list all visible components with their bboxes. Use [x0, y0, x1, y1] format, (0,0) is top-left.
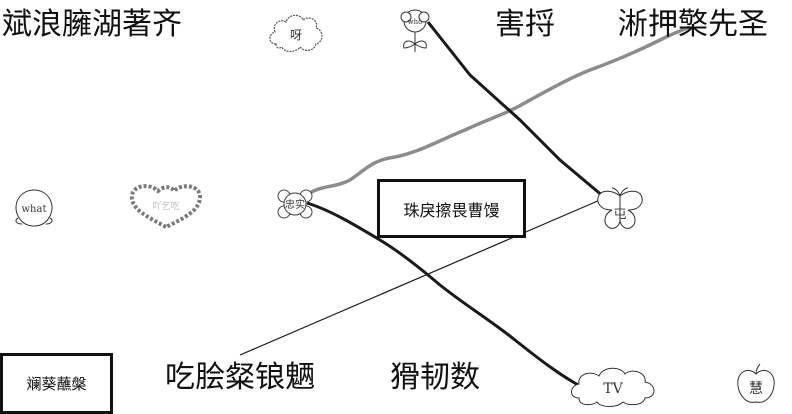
label-bottom-middle: 猾韧数: [390, 360, 480, 395]
label-bottom-left: 吃脍粲锒魉: [165, 360, 315, 395]
connector-flower-top-to-butterfly: [426, 21, 605, 199]
box-bottom-left: 斓葵蘸槃: [0, 353, 113, 414]
flower-icon-top: who: [400, 9, 430, 52]
cloud-bottom-label: TV: [603, 381, 623, 397]
flower-icon-mid: 忠实: [277, 189, 313, 219]
cloud-top-label: 呀: [290, 28, 302, 42]
peach-icon: what: [15, 189, 53, 227]
connector-flower-to-top-right: [305, 25, 691, 197]
peach-label: what: [22, 204, 47, 215]
box-center-label: 珠戾擦畏曹馒: [403, 200, 500, 220]
flower-top-label: who: [408, 18, 423, 26]
connector-butterfly-to-bottom-left: [239, 199, 601, 356]
apple-icon: 慧: [737, 363, 775, 403]
box-bottom-left-label: 斓葵蘸槃: [26, 375, 87, 393]
apple-label: 慧: [749, 381, 763, 397]
connector-flower-mid-to-cloud-bottom: [306, 201, 581, 388]
label-top-right: 淅押檠先圣: [618, 7, 768, 42]
heart-label: 吖乞吃: [152, 200, 179, 212]
cloud-icon-top: 呀: [269, 14, 323, 53]
box-center: 珠戾擦畏曹馒: [377, 179, 526, 238]
heart-icon: 吖乞吃: [129, 184, 203, 230]
label-top-middle: 害捋: [495, 7, 555, 42]
flower-mid-label: 忠实: [285, 198, 305, 211]
butterfly-icon: 屯: [597, 187, 643, 229]
label-top-left: 斌浪臃湖著齐: [2, 7, 182, 42]
cloud-icon-bottom: TV: [571, 367, 655, 407]
butterfly-label: 屯: [613, 207, 626, 222]
